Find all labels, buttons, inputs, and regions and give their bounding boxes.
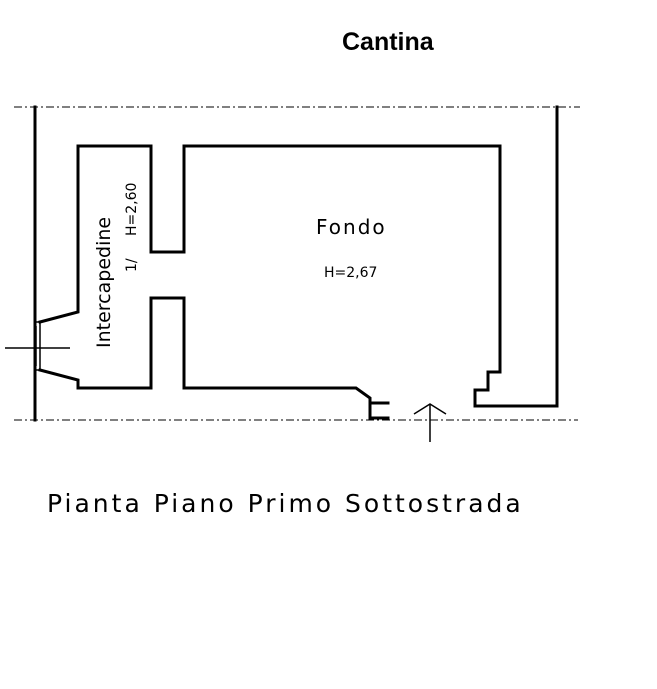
room-intercapedine-height: H=2,60 xyxy=(124,183,140,236)
room-intercapedine-note: 1/ xyxy=(124,258,140,272)
window-left xyxy=(5,321,70,371)
room-fondo-label: Fondo xyxy=(316,215,387,239)
plan-title: Cantina xyxy=(342,28,435,56)
outer-wall-right xyxy=(473,105,559,408)
room-intercapedine-walls xyxy=(38,144,186,390)
room-intercapedine-label: Intercapedine xyxy=(93,217,115,348)
floor-caption: Pianta Piano Primo Sottostrada xyxy=(47,489,524,518)
room-fondo-height: H=2,67 xyxy=(324,265,377,281)
arrow-up-icon xyxy=(413,403,447,442)
room-fondo-walls xyxy=(182,144,502,420)
